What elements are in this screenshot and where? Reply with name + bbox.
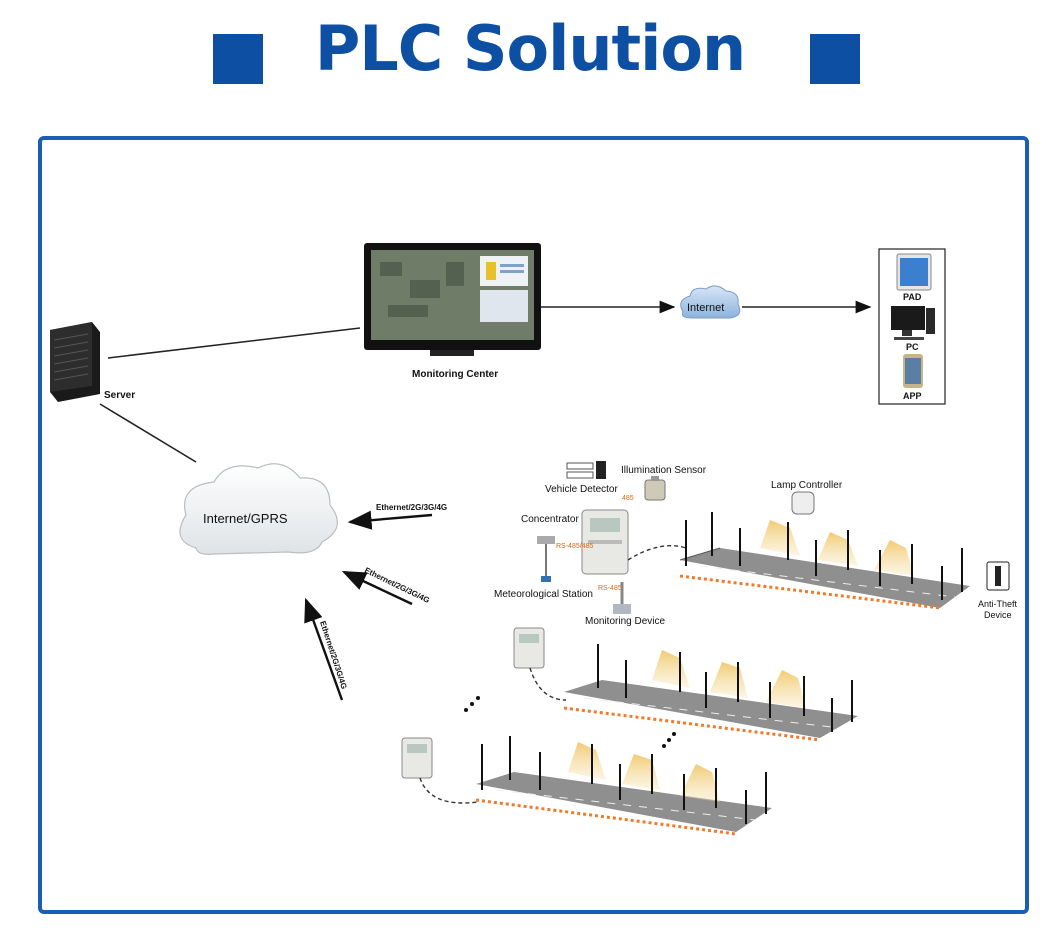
internet-cloud-icon — [680, 285, 741, 319]
monitor-icon — [364, 243, 541, 356]
tag-rs485-2: RS-485 — [598, 585, 622, 592]
title-square-left — [213, 34, 263, 84]
monitoring-device-icon — [613, 582, 631, 614]
plc-wires — [419, 545, 687, 804]
road-segment-1 — [679, 512, 970, 610]
tag-rs485: RS-485/485 — [556, 543, 593, 550]
concentrator-label: Concentrator — [521, 514, 579, 525]
monitoring-device-label: Monitoring Device — [585, 616, 665, 627]
illumination-sensor-label: Illumination Sensor — [621, 465, 707, 476]
concentrator-meter-icon-2 — [513, 627, 545, 669]
concentrator-meter-icon — [581, 509, 629, 575]
meteorological-station-icon — [537, 536, 555, 582]
anti-theft-device-icon — [986, 561, 1010, 591]
diagram-frame — [38, 136, 1029, 914]
lamp-controller-icon — [791, 491, 815, 515]
cloud-label: Internet/GPRS — [203, 511, 288, 526]
link-arrow-1 — [347, 510, 433, 530]
link-label-1: Ethernet/2G/3G/4G — [376, 503, 447, 512]
server-icon — [50, 322, 100, 402]
smartphone-icon — [903, 354, 923, 388]
tablet-icon — [896, 253, 932, 291]
road-segment-3 — [475, 736, 772, 836]
link-arrow-3 — [304, 597, 344, 701]
link-arrow-2 — [341, 570, 413, 606]
ellipsis-dots — [464, 696, 676, 748]
lamp-controller-label: Lamp Controller — [771, 480, 843, 491]
server-label: Server — [104, 390, 135, 401]
concentrator-meter-icon-3 — [401, 737, 433, 779]
page-title: PLC Solution — [314, 12, 746, 85]
vehicle-detector-label: Vehicle Detector — [545, 484, 618, 495]
pc-icon — [891, 306, 935, 340]
title-square-right — [810, 34, 860, 84]
road-segment-2 — [563, 644, 858, 742]
anti-theft-label-1: Anti-Theft — [978, 599, 1018, 609]
server-monitor-link — [107, 327, 361, 359]
vehicle-detector-icon — [566, 461, 606, 479]
internet-label: Internet — [687, 302, 724, 314]
client-label-pc: PC — [906, 342, 919, 352]
anti-theft-label-2: Device — [984, 610, 1012, 620]
server-cloud-link — [99, 403, 197, 463]
gprs-cloud-icon — [179, 463, 338, 555]
client-label-pad: PAD — [903, 292, 922, 302]
link-label-3: Ethernet/2G/3G/4G — [318, 620, 349, 690]
meteorological-station-label: Meteorological Station — [494, 589, 593, 600]
illumination-sensor-icon — [644, 476, 666, 501]
monitoring-center-label: Monitoring Center — [412, 369, 498, 380]
tag-485: 485 — [622, 495, 634, 502]
title-bar: PLC Solution — [0, 0, 1062, 120]
client-label-app: APP — [903, 391, 922, 401]
